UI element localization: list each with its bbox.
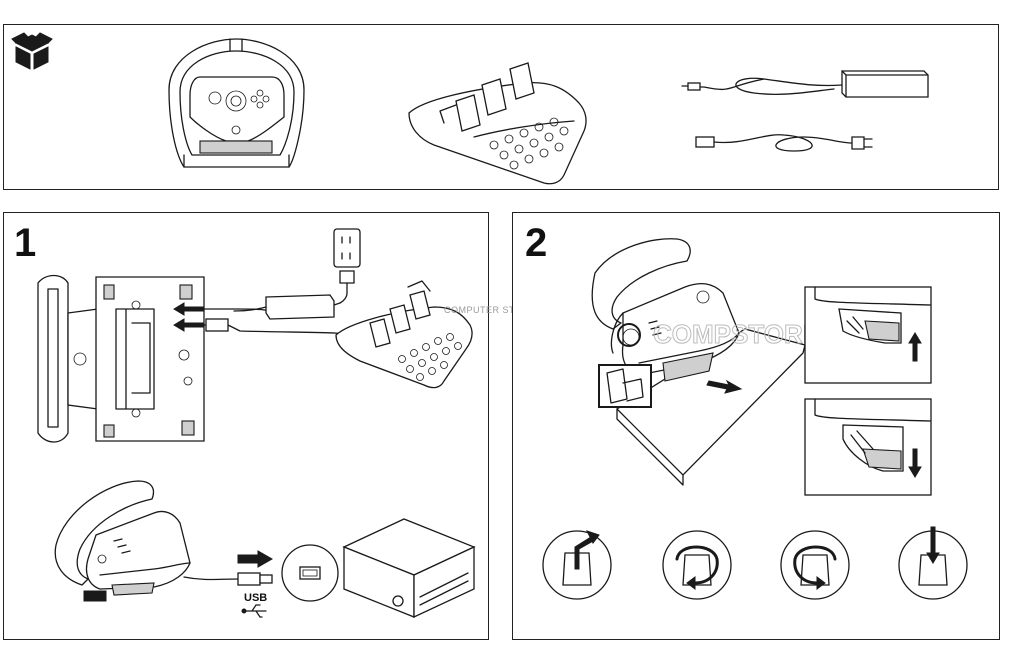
power-adapter-icon [233, 294, 341, 320]
clamp-knob-icon [662, 530, 732, 600]
steering-wheel-icon [37, 274, 205, 443]
clamp-down-icon [804, 398, 932, 496]
clamp-up-icon [804, 286, 932, 384]
step-2-panel: 2 COMPSTORE [512, 212, 1000, 640]
usb-symbol-icon [241, 604, 267, 618]
usb-label: USB [244, 592, 267, 604]
step-number: 2 [525, 221, 548, 265]
watermark-logo: COMPSTORE [653, 319, 820, 349]
clamp-knob-icon [780, 530, 850, 600]
steering-wheel-icon [591, 238, 740, 382]
step-number: 1 [14, 221, 37, 265]
clamp-knob-icon [898, 526, 968, 600]
box-contents-panel [3, 24, 999, 190]
clamp-knob-icon [542, 530, 612, 600]
steering-wheel-icon [168, 38, 305, 168]
steering-wheel-icon [54, 480, 191, 602]
wall-outlet-icon [333, 228, 361, 304]
power-adapter-icon [681, 70, 929, 98]
box-icon [11, 32, 53, 70]
usb-port-icon [281, 544, 339, 602]
pedals-icon [335, 280, 473, 389]
computer-icon [342, 518, 476, 619]
power-cord-icon [695, 134, 873, 152]
step-1-panel: 1 [3, 212, 590, 640]
pedals-icon [408, 62, 587, 185]
